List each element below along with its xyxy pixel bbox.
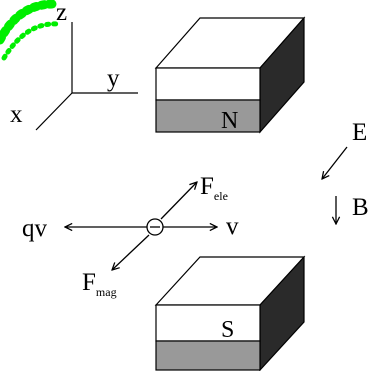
magnetic-force-subscript: mag: [96, 285, 117, 299]
magnet-north-label: N: [221, 108, 238, 134]
magnet-south-label: S: [221, 317, 234, 343]
magnet-south-front-white: [155, 304, 261, 342]
magnet-north-front-white: [155, 67, 261, 101]
x-axis: [35, 92, 73, 131]
qv-label: qv: [22, 215, 48, 242]
electric-field-label: E: [352, 119, 367, 146]
electric-field-indicator: E: [322, 119, 367, 179]
watermark-logo: [0, 0, 61, 61]
electric-force-subscript: ele: [214, 189, 228, 203]
particle-forces: qv v Fele Fmag: [22, 173, 239, 299]
y-axis-label: y: [107, 65, 120, 92]
electric-force-arrow: [160, 182, 197, 220]
magnetic-field-label: B: [352, 194, 369, 221]
z-axis-label: z: [56, 0, 67, 26]
magnetic-force-symbol: F: [82, 269, 96, 296]
x-axis-label: x: [10, 101, 23, 128]
magnet-north: N: [154, 16, 306, 134]
magnetic-force-label: Fmag: [82, 269, 117, 299]
coordinate-axes: z y x: [10, 0, 138, 131]
magnetic-field-indicator: B: [336, 194, 369, 224]
electric-field-arrow: [322, 146, 348, 179]
magnet-south: S: [154, 255, 306, 371]
magnetic-force-arrow: [112, 234, 150, 270]
magnet-north-front-band: [155, 99, 261, 133]
electric-force-label: Fele: [200, 173, 228, 203]
magnet-south-front-band: [155, 340, 261, 371]
velocity-label: v: [226, 213, 239, 240]
electric-force-symbol: F: [200, 173, 214, 200]
